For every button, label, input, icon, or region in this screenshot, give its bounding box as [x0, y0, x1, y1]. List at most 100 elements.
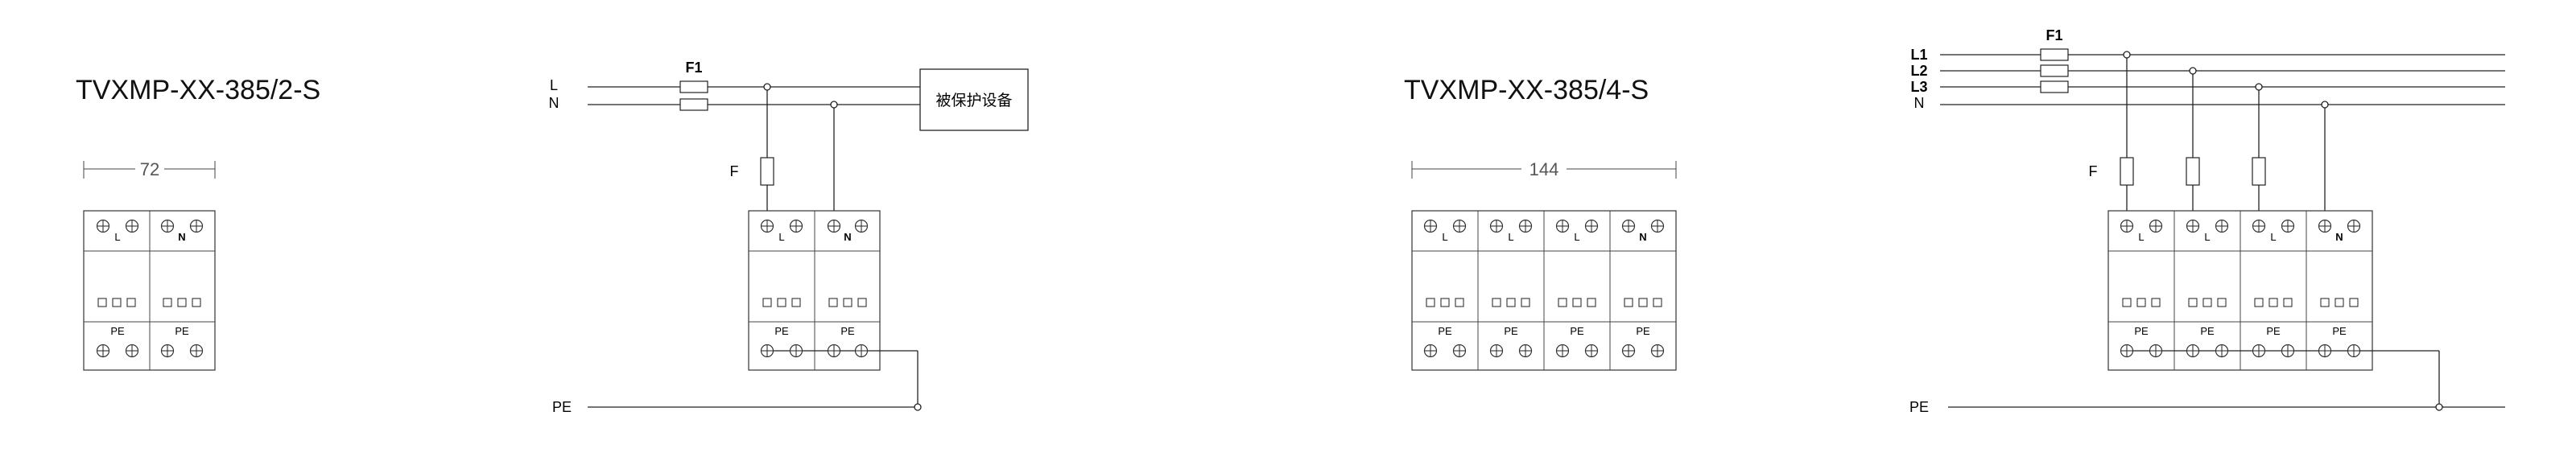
terminal-icon — [1423, 219, 1438, 233]
terminal-icon — [160, 219, 175, 233]
right-line-label-L1: L1 — [1910, 47, 1927, 63]
terminal-icon — [789, 219, 803, 233]
left-device-front: L N PE PE — [83, 210, 216, 371]
junction-node — [2189, 67, 2197, 75]
indicator-window-icon — [2320, 298, 2330, 307]
right-front-label-1: L — [1442, 231, 1447, 243]
right-wiring-pe-2: PE — [2200, 325, 2215, 337]
indicator-window-icon — [163, 298, 172, 307]
terminal-icon — [2318, 219, 2332, 233]
left-wiring-schematic: L N F1 被保护设备 F L N — [549, 60, 1029, 415]
terminal-icon — [1584, 219, 1599, 233]
right-main-fuse-label: F1 — [2046, 27, 2062, 43]
terminal-icon — [2252, 344, 2266, 358]
terminal-icon — [2347, 344, 2361, 358]
right-line-label-L3: L3 — [1910, 79, 1927, 95]
fuse-icon — [2252, 157, 2266, 186]
junction-node — [830, 101, 838, 109]
terminal-icon — [1621, 219, 1636, 233]
terminal-icon — [2120, 219, 2134, 233]
junction-node — [2255, 83, 2263, 91]
indicator-window-icon — [857, 298, 867, 307]
terminal-icon — [1555, 344, 1570, 358]
terminal-icon — [1650, 344, 1665, 358]
fuse-icon — [679, 98, 708, 111]
indicator-window-icon — [1653, 298, 1662, 307]
left-front-pe-1: PE — [110, 325, 125, 337]
indicator-window-icon — [1558, 298, 1567, 307]
terminal-icon — [189, 344, 204, 358]
fuse-icon — [2186, 157, 2200, 186]
indicator-window-icon — [2349, 298, 2359, 307]
indicator-window-icon — [1506, 298, 1516, 307]
left-front-label-1: L — [114, 231, 120, 243]
indicator-window-icon — [112, 298, 122, 307]
left-line-label-L: L — [550, 77, 558, 93]
junction-node — [2321, 101, 2329, 109]
right-wiring-module-label-1: L — [2138, 231, 2144, 243]
indicator-window-icon — [2188, 298, 2198, 307]
fuse-icon — [760, 157, 774, 186]
indicator-window-icon — [2334, 298, 2344, 307]
left-section: TVXMP-XX-385/2-S 72 L N — [76, 60, 1029, 415]
indicator-window-icon — [177, 298, 187, 307]
right-front-pe-1: PE — [1438, 325, 1452, 337]
junction-node — [2435, 403, 2443, 411]
right-front-pe-4: PE — [1636, 325, 1650, 337]
terminal-icon — [2186, 219, 2200, 233]
terminal-icon — [2252, 219, 2266, 233]
indicator-window-icon — [1638, 298, 1648, 307]
right-dimension: 144 — [1411, 159, 1677, 179]
indicator-window-icon — [2151, 298, 2161, 307]
left-pe-bus-label: PE — [552, 399, 572, 415]
terminal-icon — [854, 219, 869, 233]
left-main-fuse-label: F1 — [685, 60, 702, 76]
terminal-icon — [789, 344, 803, 358]
indicator-window-icon — [791, 298, 801, 307]
terminal-icon — [1518, 344, 1533, 358]
right-pe-bus-label: PE — [1909, 399, 1929, 415]
left-dimension: 72 — [83, 159, 216, 179]
indicator-window-icon — [828, 298, 838, 307]
right-front-pe-3: PE — [1570, 325, 1584, 337]
terminal-icon — [1650, 219, 1665, 233]
indicator-window-icon — [843, 298, 852, 307]
terminal-icon — [2186, 344, 2200, 358]
fuse-icon — [2040, 64, 2069, 77]
terminal-icon — [1423, 344, 1438, 358]
left-product-title: TVXMP-XX-385/2-S — [76, 75, 320, 105]
junction-node — [763, 83, 771, 91]
indicator-window-icon — [2136, 298, 2146, 307]
terminal-icon — [2215, 344, 2229, 358]
right-device-front: L L L N PE PE PE PE — [1411, 210, 1677, 371]
terminal-icon — [160, 344, 175, 358]
right-front-pe-2: PE — [1504, 325, 1518, 337]
terminal-icon — [760, 344, 774, 358]
terminal-icon — [1555, 219, 1570, 233]
left-wiring-pe-2: PE — [840, 325, 855, 337]
left-wiring-module-label-2: N — [844, 231, 851, 243]
terminal-icon — [827, 344, 841, 358]
fuse-icon — [2040, 48, 2069, 61]
left-dimension-value: 72 — [140, 159, 159, 179]
indicator-window-icon — [1492, 298, 1501, 307]
left-branch-fuse-label: F — [730, 163, 739, 179]
indicator-window-icon — [1624, 298, 1633, 307]
indicator-window-icon — [1455, 298, 1464, 307]
indicator-window-icon — [2122, 298, 2132, 307]
terminal-icon — [96, 344, 110, 358]
right-front-label-2: L — [1508, 231, 1513, 243]
indicator-window-icon — [1521, 298, 1530, 307]
terminal-icon — [2149, 344, 2163, 358]
terminal-icon — [827, 219, 841, 233]
right-wiring-pe-4: PE — [2332, 325, 2347, 337]
indicator-window-icon — [762, 298, 772, 307]
indicator-window-icon — [2283, 298, 2293, 307]
terminal-icon — [854, 344, 869, 358]
terminal-icon — [1621, 344, 1636, 358]
indicator-window-icon — [2217, 298, 2227, 307]
terminal-icon — [2318, 344, 2332, 358]
terminal-icon — [1584, 344, 1599, 358]
right-front-label-4: N — [1639, 231, 1646, 243]
indicator-window-icon — [192, 298, 201, 307]
